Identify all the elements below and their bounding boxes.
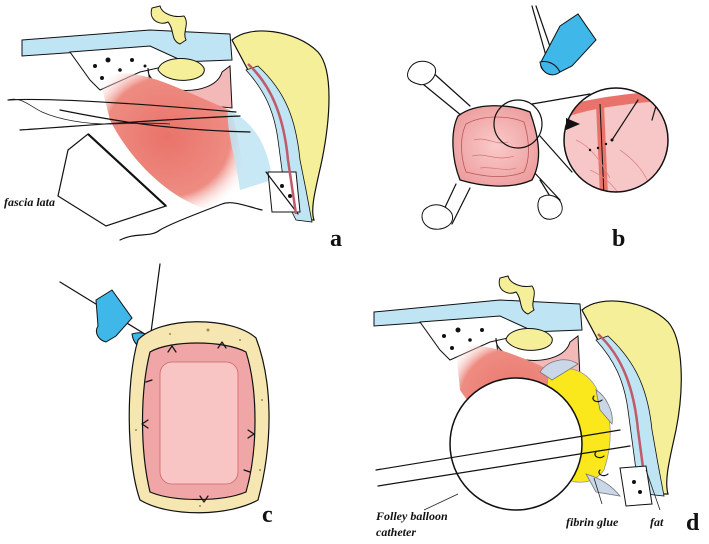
- graft-inner-c: [159, 361, 239, 485]
- bone-layer-a: [69, 45, 187, 91]
- zoom-circle-large-b: [563, 87, 669, 193]
- bone-layer-d: [419, 315, 537, 361]
- fascia-edge: [87, 133, 167, 207]
- fascia-lata-sheet: [57, 133, 168, 227]
- hand-top-left-b: [407, 60, 436, 86]
- leader-fat: [645, 469, 661, 511]
- pituitary-gland-a: [157, 57, 205, 81]
- pituitary-gland-d: [505, 327, 553, 351]
- panel-b: b: [407, 5, 669, 252]
- needle-tip-b: [539, 61, 561, 76]
- flap-inner-b: [461, 116, 529, 177]
- leader-balloon: [423, 493, 459, 511]
- label-fat: fat: [650, 515, 664, 529]
- panel-letter-c: c: [262, 502, 273, 528]
- label-fascia-lata: fascia lata: [4, 195, 55, 209]
- panel-letter-b: b: [612, 226, 625, 252]
- hand-bottom-right-b: [537, 194, 563, 220]
- label-fibrin-glue: fibrin glue: [566, 515, 619, 529]
- fibrin-glue-d: [539, 359, 621, 497]
- bone-fragment-d: [619, 465, 653, 507]
- dura-line-d: [597, 333, 648, 491]
- clivus-csf-d: [595, 335, 665, 497]
- sutures-d: [592, 395, 609, 477]
- bone-pores-d: [442, 327, 484, 350]
- folley-balloon: [449, 377, 583, 511]
- leader-glue: [593, 477, 603, 505]
- sutures-c: [141, 341, 255, 503]
- panel-a: fascia lata a: [4, 5, 342, 252]
- flap-wrinkles-b: [471, 138, 517, 170]
- panel-letter-a: a: [330, 226, 342, 252]
- graft-flap-b: [452, 105, 540, 187]
- zoom-connectors-b: [531, 93, 591, 173]
- panel-d: Folley balloon catheter fibrin glue fat …: [373, 275, 700, 539]
- red-defect-a: [100, 73, 250, 215]
- catheter-lines-d: [375, 429, 631, 487]
- label-folley-balloon: Folley balloon: [375, 509, 448, 523]
- panel-c: c: [59, 263, 273, 528]
- retractor-lines-b: [417, 69, 561, 225]
- panel-letter-d: d: [686, 510, 700, 536]
- magnified-view-b: [564, 88, 668, 192]
- blue-wash-a: [227, 110, 272, 190]
- label-catheter: catheter: [376, 525, 416, 539]
- dura-line-a: [247, 63, 298, 215]
- pituitary-stalk-d: [498, 275, 535, 315]
- hand-contour-a: [7, 98, 171, 125]
- zoom-arrow-b: [566, 118, 580, 130]
- zoom-circle-small-b: [493, 99, 543, 149]
- hand-bottom-left-b: [421, 204, 454, 230]
- fragment-line-a: [265, 171, 299, 215]
- lower-instrument-a: [119, 202, 263, 241]
- needle-holder-c: [95, 289, 133, 343]
- pituitary-stalk-a: [150, 5, 187, 45]
